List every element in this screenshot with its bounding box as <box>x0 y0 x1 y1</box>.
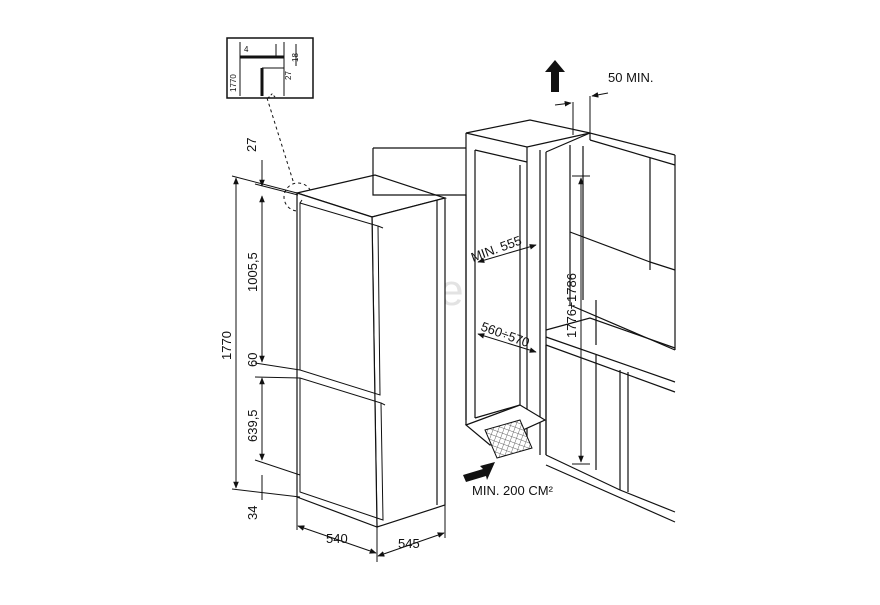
fridge-doors <box>299 199 386 521</box>
bottom-label: 34 <box>245 506 260 520</box>
fridge-dimensions <box>231 160 446 562</box>
width-label: 540 <box>326 531 348 546</box>
vent-bottom-label: MIN. 200 CM² <box>472 483 554 498</box>
detail-inset <box>226 37 314 99</box>
detail-thickness-label: 18 <box>291 53 300 62</box>
airflow-in-arrow <box>463 462 495 482</box>
detail-gap-label: 4 <box>244 45 249 54</box>
vent-top-label: 50 MIN. <box>608 70 654 85</box>
detail-offset-label: 27 <box>284 71 293 80</box>
min-depth-label: MIN. 555 <box>469 233 524 265</box>
depth-label: 545 <box>398 536 420 551</box>
door-gap-label: 60 <box>245 353 260 367</box>
detail-height-label: 1770 <box>229 74 238 92</box>
vent-grille <box>484 419 533 459</box>
lower-door-label: 639,5 <box>245 409 260 442</box>
cabinet-dimensions <box>477 92 609 465</box>
airflow-up-arrow <box>545 60 565 92</box>
top-gap-label: 27 <box>244 138 259 152</box>
height-range-label: 1776÷1786 <box>564 273 579 338</box>
fridge-body <box>294 174 448 528</box>
width-range-label: 560÷570 <box>479 319 532 350</box>
upper-door-label: 1005,5 <box>245 252 260 292</box>
total-height-label: 1770 <box>219 331 234 360</box>
